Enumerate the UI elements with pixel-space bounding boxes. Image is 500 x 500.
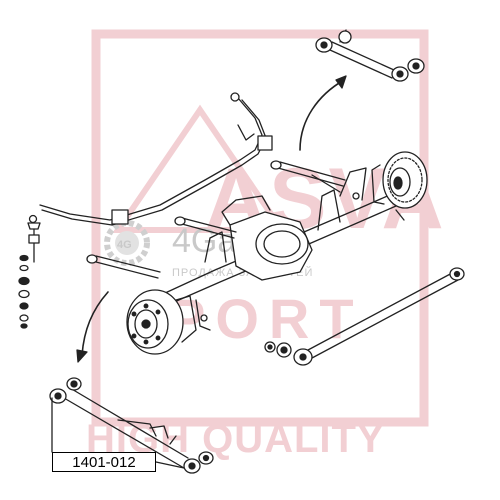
callout-arrow-lower (81, 291, 109, 356)
watermark-brand-bottom: PORT (168, 287, 364, 350)
stabilizer-bushing-right (257, 135, 273, 151)
lateral-rod (293, 267, 465, 366)
axle-housing (149, 167, 397, 331)
stabilizer-bushing-left (111, 209, 129, 225)
site-logo-text: 4G (117, 239, 132, 251)
arrow-head-upper (335, 75, 347, 89)
callout-arrow-upper (299, 79, 345, 151)
loose-bushings (264, 341, 292, 358)
watermark-frame (91, 29, 429, 427)
part-number-label: 1401-012 (52, 452, 156, 472)
brake-drum-right (371, 151, 428, 221)
stabilizer-link (18, 214, 41, 329)
trailing-arm-detail (49, 377, 214, 474)
gear-hub (115, 231, 139, 255)
stabilizer-bar (39, 92, 273, 226)
lower-control-arms (86, 160, 346, 279)
gear-icon (104, 220, 150, 266)
arrow-head-lower (76, 349, 88, 363)
watermark-triangle (112, 104, 288, 233)
brake-drum-left (126, 289, 197, 355)
upper-arm-detail (315, 29, 425, 82)
